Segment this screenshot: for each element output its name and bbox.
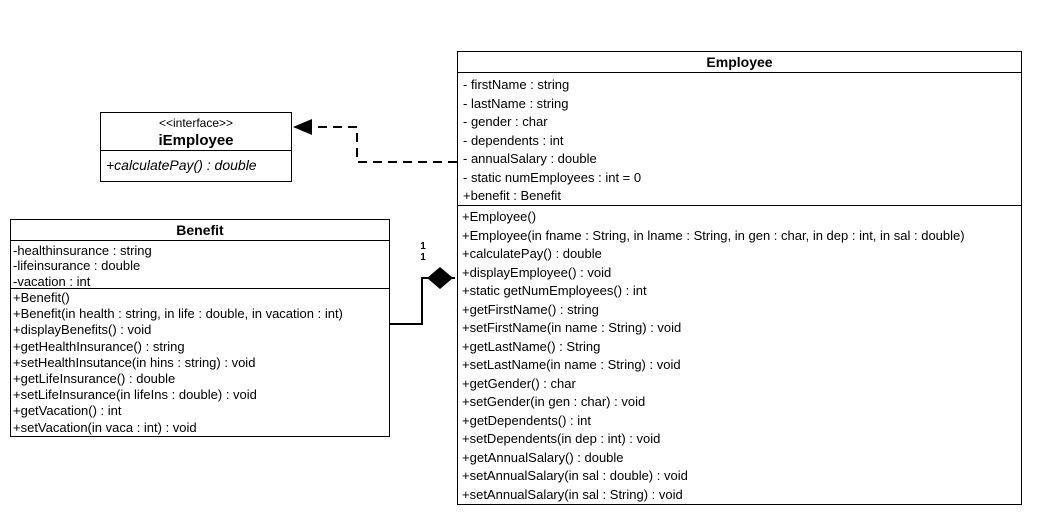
method-row: +getLastName() : String (462, 338, 601, 354)
employee-methods-compartment: +Employee() +Employee(in fname : String,… (458, 206, 1021, 504)
method-row: +Employee(in fname : String, in lname : … (462, 227, 965, 243)
method-row: +Employee() (462, 209, 537, 224)
attribute-row: - annualSalary : double (463, 151, 597, 166)
method-row: +getHealthInsurance() : string (13, 338, 185, 354)
method-row: +setVacation(in vaca : int) : void (13, 419, 197, 435)
attribute-row: - lastName : string (463, 95, 569, 111)
interface-methods-compartment: +calculatePay() : double (101, 151, 291, 181)
method-row: +getVacation() : int (13, 403, 122, 419)
realization-dashed-line[interactable] (310, 126, 457, 163)
method-row: +getGender() : char (462, 375, 576, 391)
employee-attributes-compartment: - firstName : string - lastName : string… (458, 73, 1021, 206)
multiplicity-label-bottom: 1 (420, 252, 426, 263)
attribute-row: - dependents : int (463, 132, 564, 148)
method-row: +setLastName(in name : String) : void (462, 357, 681, 372)
method-row: +setFirstName(in name : String) : void (462, 320, 682, 335)
method-row: +static getNumEmployees() : int (462, 283, 647, 298)
method-row: +displayEmployee() : void (462, 264, 612, 280)
method-row: +Benefit(in health : string, in life : d… (13, 306, 343, 322)
interface-stereotype: <<interface>> (158, 116, 234, 130)
interface-name: iEmployee (158, 132, 234, 149)
method-row: +setGender(in gen : char) : void (462, 394, 646, 409)
method-row: +setAnnualSalary(in sal : double) : void (462, 468, 688, 483)
method-row: +Benefit() (13, 290, 70, 305)
employee-class-name: Employee (706, 54, 773, 70)
attribute-row: - static numEmployees : int = 0 (463, 169, 642, 185)
method-row: +getFirstName() : string (462, 301, 599, 317)
attribute-row: +benefit : Benefit (463, 188, 561, 203)
interface-class-box[interactable]: <<interface>> iEmployee +calculatePay() … (100, 112, 292, 182)
attribute-row: -vacation : int (13, 273, 91, 289)
attribute-row: - gender : char (463, 114, 548, 129)
benefit-methods-compartment: +Benefit() +Benefit(in health : string, … (11, 289, 389, 436)
method-row: +setLifeInsurance(in lifeIns : double) :… (13, 387, 257, 403)
method-row: +getLifeInsurance() : double (13, 371, 176, 387)
method-row: +displayBenefits() : void (13, 322, 152, 338)
employee-title-compartment: Employee (458, 52, 1021, 73)
interface-title-compartment: <<interface>> iEmployee (101, 113, 291, 151)
method-row: +setHealthInsutance(in hins : string) : … (13, 354, 256, 370)
composition-line[interactable] (390, 277, 455, 325)
composition-diamond-icon (427, 267, 453, 289)
realization-arrowhead-icon (293, 119, 312, 135)
benefit-class-name: Benefit (176, 222, 224, 238)
benefit-attributes-compartment: -healthinsurance : string -lifeinsurance… (11, 241, 389, 289)
method-row: +getDependents() : int (462, 412, 591, 428)
method-row: +calculatePay() : double (106, 157, 257, 173)
attribute-row: -healthinsurance : string (13, 243, 152, 258)
employee-class-box[interactable]: Employee - firstName : string - lastName… (457, 51, 1022, 505)
benefit-class-box[interactable]: Benefit -healthinsurance : string -lifei… (10, 219, 390, 437)
method-row: +setAnnualSalary(in sal : String) : void (462, 486, 683, 502)
benefit-title-compartment: Benefit (11, 220, 389, 241)
method-row: +getAnnualSalary() : double (462, 449, 624, 465)
method-row: +calculatePay() : double (462, 246, 602, 261)
attribute-row: -lifeinsurance : double (13, 258, 141, 274)
multiplicity-label-top: 1 (420, 241, 426, 252)
method-row: +setDependents(in dep : int) : void (462, 431, 661, 446)
attribute-row: - firstName : string (463, 77, 570, 92)
